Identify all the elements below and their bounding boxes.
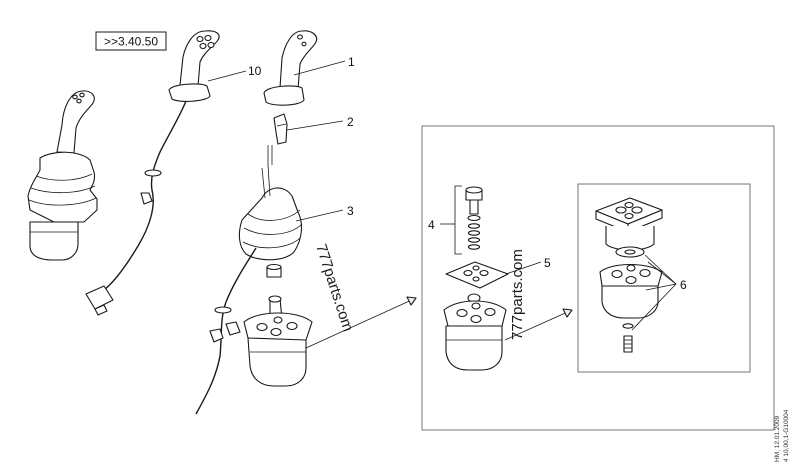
reference-label: >>3.40.50 <box>104 35 158 49</box>
drawing-code-line-1: HM, 12.01.2009 <box>774 415 781 462</box>
callout-10: 10 <box>248 64 262 78</box>
callout-3: 3 <box>347 204 354 218</box>
joystick-assembly-complete <box>27 90 98 261</box>
watermark-left: 777parts.com <box>312 242 356 334</box>
center-exploded-joystick <box>195 30 318 415</box>
watermark-right: 777parts.com <box>509 249 526 340</box>
detail-panel-valve-body <box>504 183 751 373</box>
detail-panel-valve-stack <box>305 125 775 431</box>
callout-5: 5 <box>544 256 551 270</box>
callout-4: 4 <box>428 218 435 232</box>
reference-box: >>3.40.50 <box>95 31 167 51</box>
drawing-code-line-2: 4 10,00,1-G10004 <box>783 409 790 462</box>
joystick-handle-with-cable <box>85 30 220 316</box>
callout-1: 1 <box>348 55 355 69</box>
callout-leaders <box>207 60 542 275</box>
callout-2: 2 <box>347 115 354 129</box>
callout-6: 6 <box>680 278 687 292</box>
